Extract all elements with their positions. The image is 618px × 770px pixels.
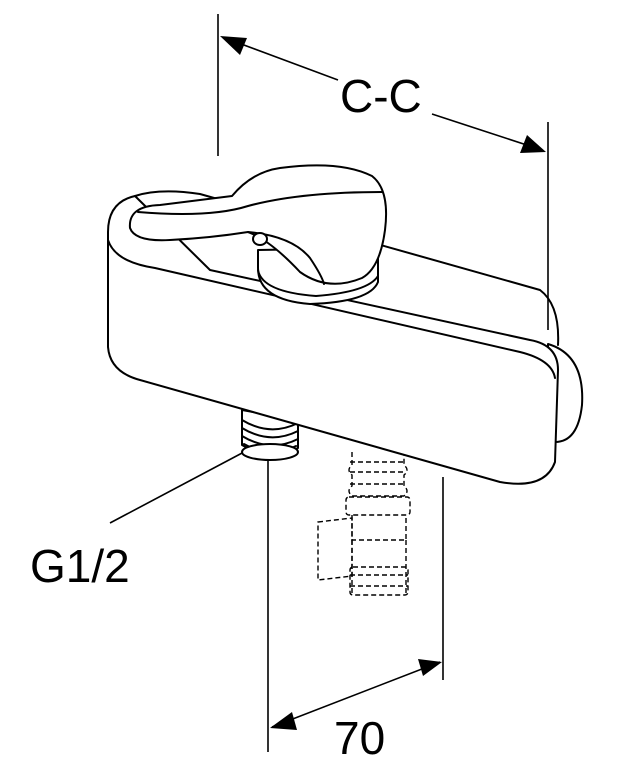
arrowhead-right xyxy=(520,135,546,153)
arrowhead-left xyxy=(270,712,297,730)
depth-label: 70 xyxy=(334,712,385,764)
arrowhead-right xyxy=(418,659,442,676)
dashed-connector-fitting xyxy=(317,452,411,596)
centre-distance-dimension xyxy=(220,36,546,153)
thread-label: G1/2 xyxy=(30,540,130,592)
lever-handle xyxy=(128,164,388,305)
arrowhead-left xyxy=(220,36,247,55)
indicator-button xyxy=(252,232,268,246)
centre-distance-label: C-C xyxy=(340,70,422,122)
mixer-body xyxy=(107,190,584,485)
depth-dimension xyxy=(270,659,442,730)
thread-leader-line xyxy=(109,451,245,524)
